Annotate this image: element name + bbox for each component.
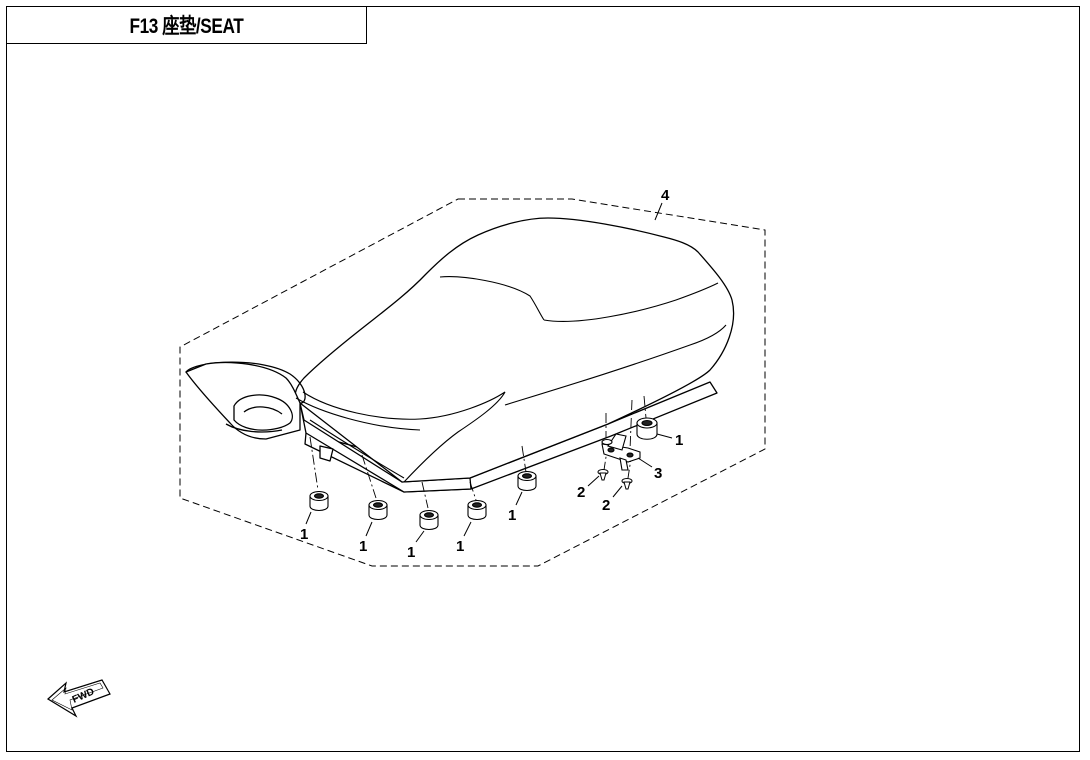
drawing-frame: [6, 6, 1080, 752]
rubber-damper-group: [309, 417, 658, 531]
rubber-damper: [517, 470, 537, 492]
callout-2: 2: [602, 497, 610, 514]
screw: [597, 469, 609, 481]
title-box: F13 座垫/SEAT: [6, 6, 367, 44]
callout-2: 2: [577, 484, 585, 501]
callout-1: 1: [359, 538, 367, 555]
seat-contour-lines: [295, 276, 727, 483]
rubber-damper: [467, 499, 487, 521]
fwd-arrow-icon: FWD: [46, 679, 111, 718]
latch-bracket: [601, 433, 641, 471]
callout-1: 1: [407, 544, 415, 561]
callout-1: 1: [456, 538, 464, 555]
callout-1: 1: [675, 432, 683, 449]
callout-leaders: [305, 202, 673, 543]
rubber-damper: [309, 490, 329, 512]
screw: [621, 478, 633, 490]
callout-3: 3: [654, 465, 662, 482]
callout-1: 1: [508, 507, 516, 524]
rubber-damper: [419, 509, 439, 531]
assembly-boundary: [179, 198, 766, 567]
page-title: F13 座垫/SEAT: [129, 14, 243, 38]
callout-labels: 1 1 1 1 1 1 2 2 3 4: [300, 187, 683, 561]
callout-4: 4: [661, 187, 670, 204]
callout-1: 1: [300, 526, 308, 543]
rubber-damper: [368, 499, 388, 521]
seat-assembly: [185, 217, 735, 493]
leader-lines: [309, 395, 647, 509]
rubber-damper: [636, 417, 658, 440]
